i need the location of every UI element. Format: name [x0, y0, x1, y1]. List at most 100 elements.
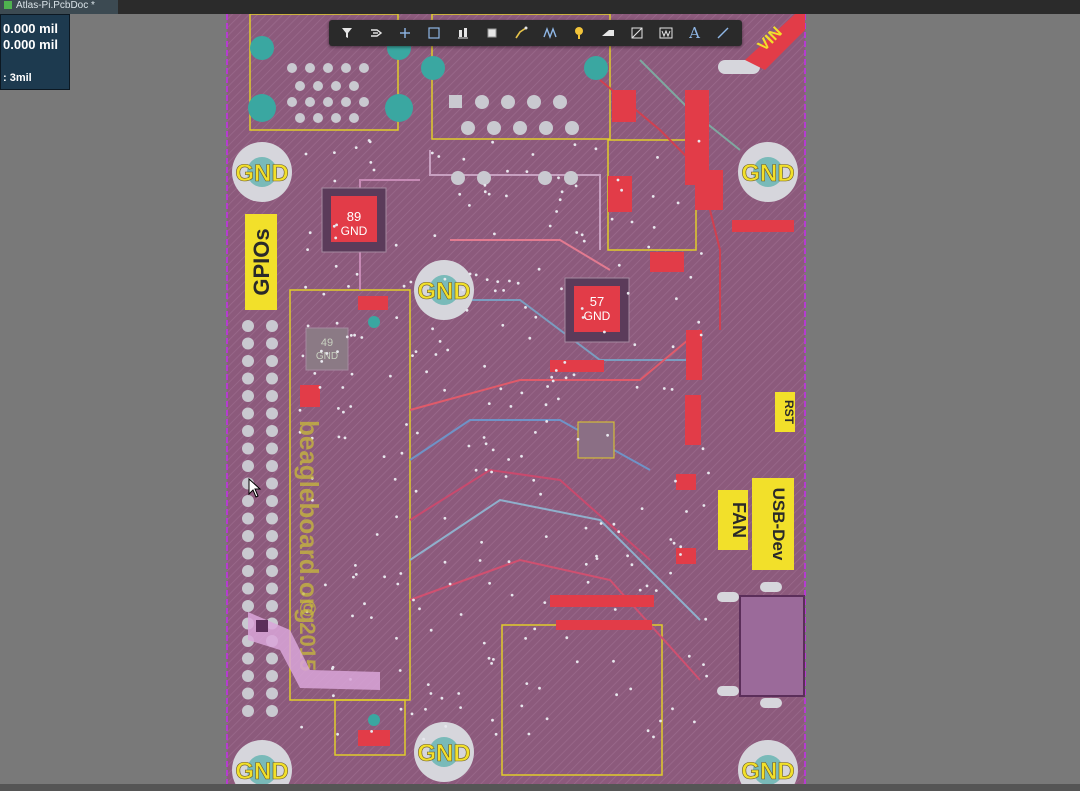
fill-icon[interactable]	[598, 23, 618, 43]
gpio-pin[interactable]	[242, 337, 254, 350]
via-dot	[355, 272, 359, 276]
via-dot	[580, 307, 584, 310]
via-dot	[416, 431, 419, 435]
via-dot	[551, 379, 555, 383]
string-icon[interactable]	[656, 23, 676, 43]
text-icon[interactable]: A	[689, 24, 700, 42]
gpio-pin[interactable]	[266, 652, 278, 665]
gpio-pin[interactable]	[242, 425, 254, 437]
via-dot	[431, 327, 434, 331]
connector-top-mid[interactable]	[421, 56, 608, 185]
line-icon[interactable]	[713, 23, 733, 43]
gpio-pin[interactable]	[266, 495, 278, 507]
via-dot	[484, 468, 488, 472]
mount-hole-6[interactable]	[738, 740, 798, 791]
chip-u49[interactable]	[305, 327, 349, 371]
via-dot	[654, 589, 658, 592]
gpio-pin[interactable]	[242, 372, 254, 385]
gpio-pin[interactable]	[266, 372, 278, 385]
teal-vias	[368, 316, 380, 726]
gpio-pin[interactable]	[242, 652, 254, 665]
gpio-pin[interactable]	[242, 670, 254, 682]
via-dot	[538, 686, 541, 690]
gpio-pin[interactable]	[266, 670, 278, 682]
usb-connector[interactable]	[739, 595, 805, 697]
via-dot	[574, 184, 578, 188]
via-dot	[345, 335, 349, 339]
gpio-pin[interactable]	[242, 355, 254, 367]
via-dot	[580, 233, 584, 237]
component-icon[interactable]	[482, 23, 502, 43]
gpio-pin[interactable]	[242, 512, 254, 525]
gpio-pin[interactable]	[242, 530, 254, 542]
gpio-pin[interactable]	[242, 460, 254, 472]
gpio-pin[interactable]	[242, 390, 254, 402]
diff-pair-icon[interactable]	[540, 23, 560, 43]
gpio-pin[interactable]	[266, 337, 278, 350]
mount-hole-1[interactable]	[232, 142, 292, 202]
via-dot	[501, 323, 505, 327]
gpio-pin[interactable]	[242, 320, 254, 332]
gpio-pin[interactable]	[266, 530, 278, 542]
via-dot	[305, 610, 309, 614]
gpio-pin[interactable]	[242, 600, 254, 612]
gpio-pin[interactable]	[242, 582, 254, 595]
gpio-pin[interactable]	[242, 407, 254, 420]
mount-hole-3[interactable]	[414, 260, 474, 320]
gpio-pin[interactable]	[266, 687, 278, 700]
route-arrow-icon[interactable]	[366, 23, 386, 43]
via-dot	[595, 554, 598, 558]
chip-u9[interactable]	[321, 187, 387, 253]
gpio-pin[interactable]	[266, 705, 278, 717]
via-dot	[493, 232, 496, 236]
gpio-pin[interactable]	[266, 390, 278, 402]
connector-top-left[interactable]	[248, 36, 413, 122]
mount-hole-2[interactable]	[738, 142, 798, 202]
gpio-pin[interactable]	[242, 495, 254, 507]
mount-hole-5[interactable]	[232, 740, 292, 791]
via-dot	[310, 476, 314, 480]
select-rect-icon[interactable]	[424, 23, 444, 43]
gpio-pin[interactable]	[266, 565, 278, 577]
align-icon[interactable]	[453, 23, 473, 43]
via-dot	[581, 316, 585, 319]
via-dot	[679, 545, 683, 549]
vin-pad[interactable]	[718, 60, 760, 74]
via-dot	[555, 210, 558, 213]
via-icon[interactable]	[569, 23, 589, 43]
via-dot	[584, 562, 588, 566]
mount-hole-4[interactable]	[414, 722, 474, 782]
gpio-pin[interactable]	[242, 547, 254, 560]
via-dot	[308, 231, 312, 235]
gnd-label-1: GND	[235, 160, 288, 187]
chip-small[interactable]	[577, 421, 615, 459]
gpio-pin[interactable]	[266, 512, 278, 525]
gpio-pin[interactable]	[266, 460, 278, 472]
gpio-pin[interactable]	[266, 582, 278, 595]
via-dot	[560, 287, 563, 291]
via-dot	[350, 372, 354, 376]
via-dot	[468, 272, 472, 276]
gpio-pin[interactable]	[242, 442, 254, 455]
interactive-route-icon[interactable]	[511, 23, 531, 43]
via-dot	[474, 273, 478, 277]
via-dot	[487, 402, 491, 405]
gpio-pin[interactable]	[266, 600, 278, 612]
gpio-pin[interactable]	[266, 407, 278, 420]
via-dot	[620, 188, 623, 192]
filter-icon[interactable]	[337, 23, 357, 43]
gpio-pin[interactable]	[266, 355, 278, 367]
gpio-pin[interactable]	[242, 705, 254, 717]
gpio-pin[interactable]	[266, 547, 278, 560]
document-tab[interactable]: Atlas-Pi.PcbDoc *	[0, 0, 118, 14]
polygon-icon[interactable]	[627, 23, 647, 43]
gpio-pin[interactable]	[266, 477, 278, 490]
gpio-pin[interactable]	[266, 442, 278, 455]
gpio-pin[interactable]	[242, 687, 254, 700]
crosshair-icon[interactable]	[395, 23, 415, 43]
gpio-pin[interactable]	[266, 320, 278, 332]
gpio-pin[interactable]	[242, 565, 254, 577]
rst-label-bg	[775, 392, 795, 432]
gpio-pin[interactable]	[266, 425, 278, 437]
